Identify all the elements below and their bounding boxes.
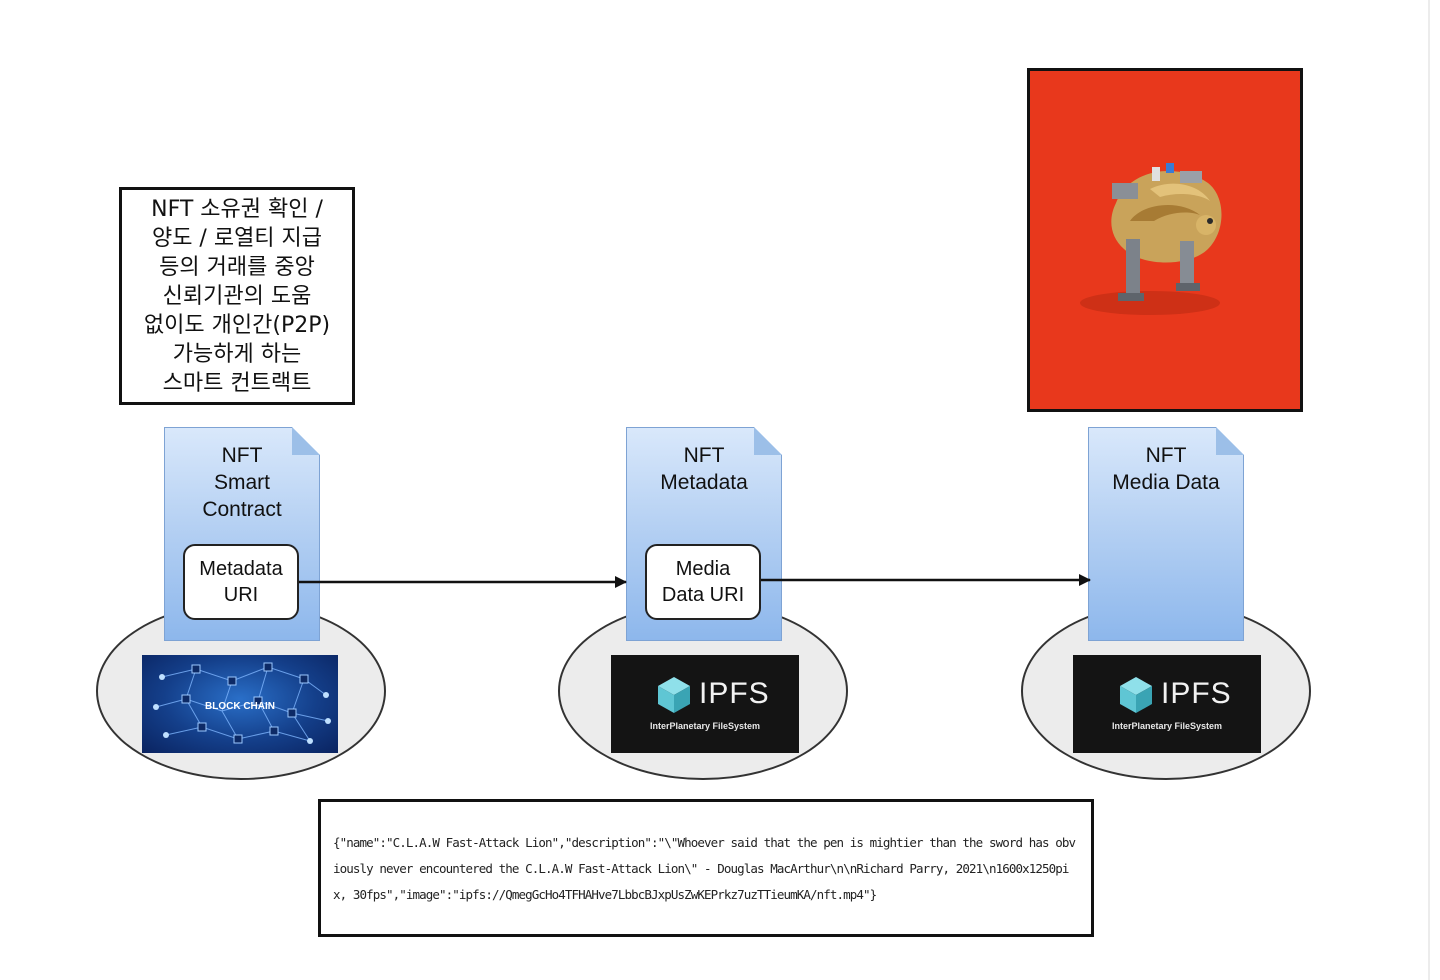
media-data-uri-box: Media Data URI [645, 544, 761, 620]
ipfs-cube-icon [658, 677, 690, 713]
blockchain-logo: BLOCK CHAIN [142, 655, 338, 753]
document-fold-corner [754, 427, 782, 455]
ipfs-cube-icon [1120, 677, 1152, 713]
ipfs-wordmark: IPFS [1161, 677, 1232, 710]
document-fold-corner [1216, 427, 1244, 455]
smart-contract-note-box: NFT 소유권 확인 / 양도 / 로열티 지급 등의 거래를 중앙 신뢰기관의… [119, 187, 355, 405]
ipfs-subtitle: InterPlanetary FileSystem [649, 721, 761, 731]
metadata-json-box: {"name":"C.L.A.W Fast-Attack Lion","desc… [318, 799, 1094, 937]
document-title: NFT Media Data [1112, 444, 1220, 494]
blockchain-logo-label: BLOCK CHAIN [205, 701, 275, 712]
smart-contract-note-text: NFT 소유권 확인 / 양도 / 로열티 지급 등의 거래를 중앙 신뢰기관의… [143, 196, 331, 396]
ipfs-logo: IPFS InterPlanetary FileSystem [611, 655, 799, 753]
metadata-json-text: {"name":"C.L.A.W Fast-Attack Lion","desc… [333, 835, 1076, 902]
document-title: NFT Smart Contract [202, 444, 282, 521]
ipfs-logo: IPFS InterPlanetary FileSystem [1073, 655, 1261, 753]
lion-robot-illustration [1080, 163, 1222, 315]
nft-artwork-image [1027, 68, 1303, 412]
document-title: NFT Metadata [660, 444, 748, 494]
ipfs-wordmark: IPFS [699, 677, 770, 710]
page-edge-divider [1428, 0, 1430, 980]
document-fold-corner [292, 427, 320, 455]
ipfs-subtitle: InterPlanetary FileSystem [1111, 721, 1223, 731]
blockchain-network-graphic: BLOCK CHAIN [153, 662, 331, 744]
metadata-uri-box: Metadata URI [183, 544, 299, 620]
nft-media-data-document: NFT Media Data [1088, 427, 1244, 641]
